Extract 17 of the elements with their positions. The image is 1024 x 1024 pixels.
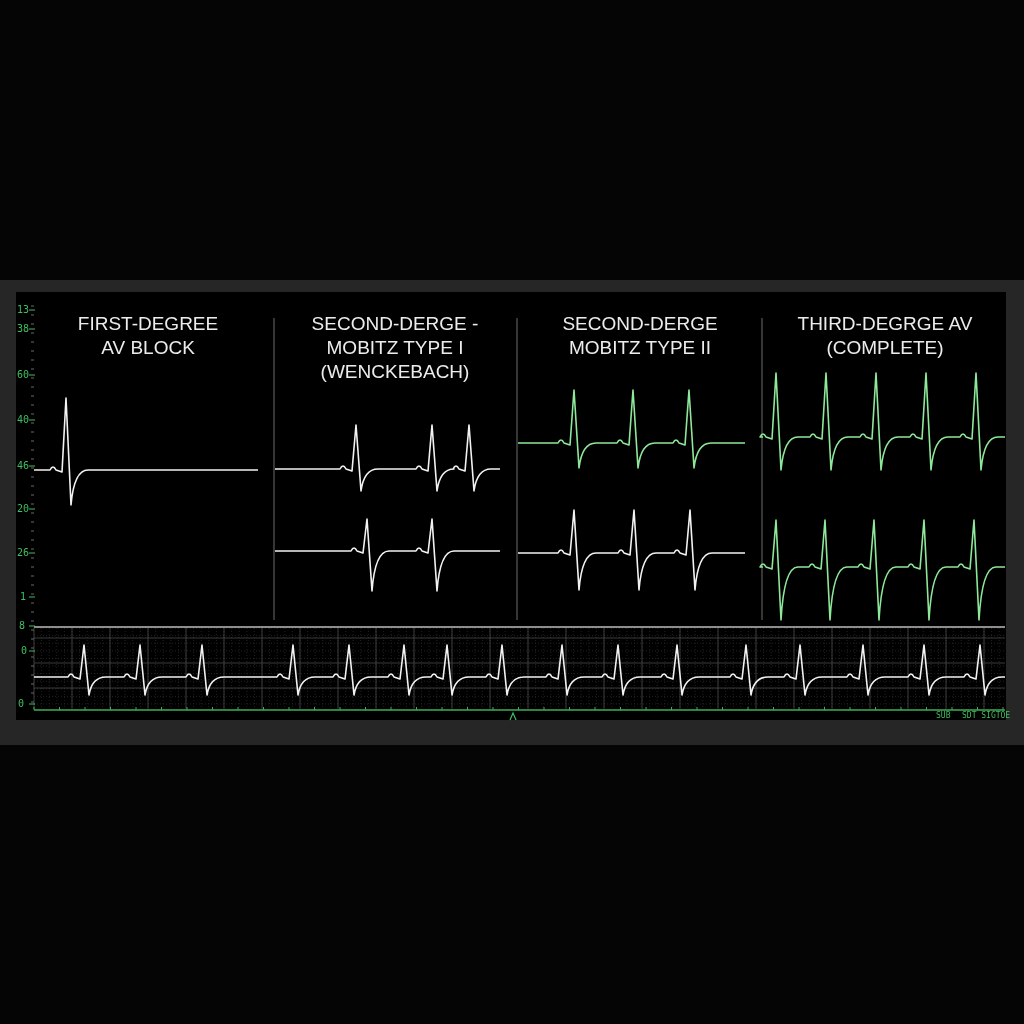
panel-heading: THIRD-DEGRGE AV (COMPLETE) — [796, 312, 974, 360]
scale-label: 0 — [21, 645, 28, 657]
scale-label: 20 — [17, 503, 30, 515]
scale-label: 38 — [17, 323, 30, 335]
scale-label: 13 — [17, 304, 30, 316]
status-text: SDT SIGTOE — [962, 711, 1011, 720]
panel-heading: FIRST-DEGREE AV BLOCK — [76, 312, 220, 360]
panel-heading: SECOND-DERGE - MOBITZ TYPE I (WENCKEBACH) — [310, 312, 480, 384]
scale-label: 1 — [20, 591, 27, 603]
scale-label: 46 — [17, 460, 30, 472]
scale-label: 26 — [17, 547, 30, 559]
scale-label: 0 — [18, 698, 25, 710]
status-text: SUB — [936, 711, 951, 720]
scale-label: 40 — [17, 414, 30, 426]
panel-heading: SECOND-DERGE MOBITZ TYPE II — [561, 312, 719, 360]
scale-label: 60 — [17, 369, 30, 381]
scale-label: 8 — [19, 620, 26, 632]
